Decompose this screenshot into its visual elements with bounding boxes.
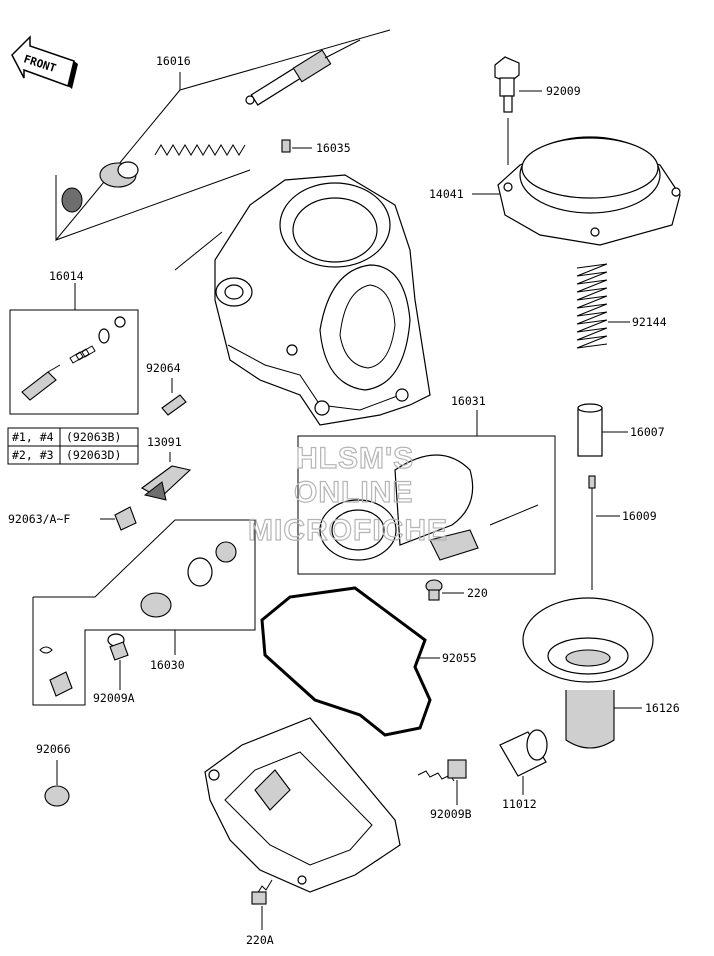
label-92144: 92144 (632, 315, 667, 329)
label-16009: 16009 (622, 509, 657, 523)
label-16016: 16016 (156, 54, 191, 68)
screw-220A (251, 879, 273, 930)
needle-jet-13091 (100, 452, 192, 531)
carburetor-body (214, 174, 431, 426)
label-220A: 220A (246, 933, 274, 947)
cap-11012 (499, 729, 548, 795)
label-92066: 92066 (36, 742, 71, 756)
group-16030 (32, 519, 256, 706)
plug-92066 (44, 760, 70, 807)
watermark-line-2: ONLINE (294, 476, 413, 509)
label-11012: 11012 (502, 797, 537, 811)
label-92063: 92063/A~F (8, 512, 70, 526)
plug-16035 (281, 139, 291, 153)
label-92064: 92064 (146, 361, 181, 375)
needle-16009 (588, 475, 620, 590)
screw-92009 (494, 56, 542, 165)
screw-92009A (107, 633, 129, 690)
label-92009A: 92009A (93, 691, 135, 705)
group-16014 (9, 283, 139, 415)
variant-row-1-part: (92063B) (66, 430, 121, 444)
screw-220 (425, 579, 464, 601)
label-220: 220 (467, 586, 488, 600)
watermark-line-1: HLSM'S (296, 442, 414, 475)
variant-table: #1, #4 (92063B) #2, #3 (92063D) (7, 427, 139, 465)
group-16031 (297, 410, 556, 575)
label-16030: 16030 (150, 658, 185, 672)
label-14041: 14041 (429, 187, 464, 201)
label-13091: 13091 (147, 435, 182, 449)
label-92009B: 92009B (430, 807, 472, 821)
spring-92144 (576, 263, 630, 349)
group-16016 (55, 29, 391, 271)
float-bowl (204, 717, 401, 893)
variant-row-1-cyl: #1, #4 (12, 430, 54, 444)
label-16035: 16035 (316, 141, 351, 155)
label-16007: 16007 (630, 425, 665, 439)
watermark: HLSM'S ONLINE MICROFICHE (247, 441, 448, 547)
watermark-line-3: MICROFICHE (248, 514, 448, 547)
label-16126: 16126 (645, 701, 680, 715)
label-92055: 92055 (442, 651, 477, 665)
cover-14041 (472, 136, 681, 246)
label-16014: 16014 (49, 269, 84, 283)
gasket-92055 (260, 586, 440, 737)
variant-row-2-cyl: #2, #3 (12, 448, 54, 462)
piston-16126 (522, 597, 654, 749)
variant-row-2-part: (92063D) (66, 448, 121, 462)
screw-92009B (417, 759, 467, 805)
label-16031: 16031 (451, 394, 486, 408)
jet-92064 (161, 378, 187, 416)
label-92009: 92009 (546, 84, 581, 98)
front-arrow: FRONT (11, 35, 78, 89)
holder-16007 (577, 403, 628, 457)
